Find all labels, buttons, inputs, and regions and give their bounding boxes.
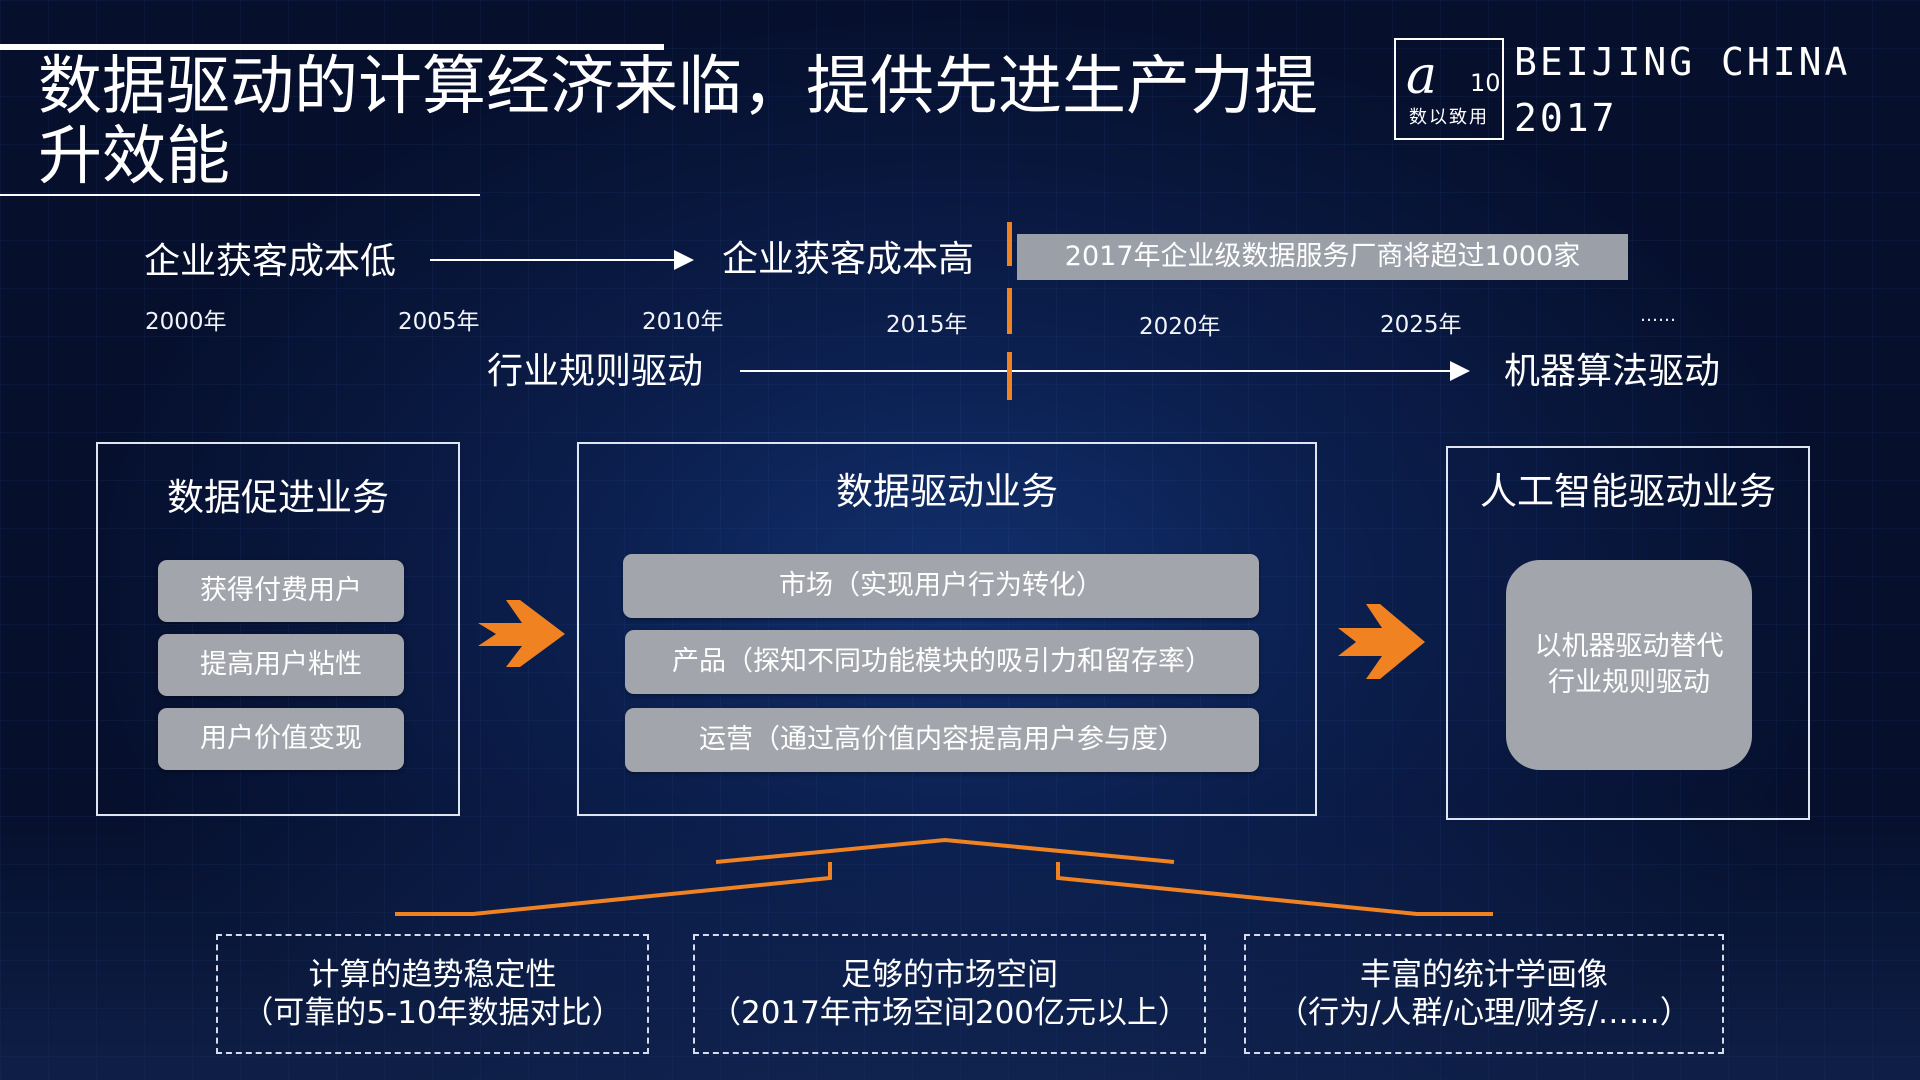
- tree-connector-center: [715, 837, 1175, 864]
- foundation-line: 计算的趋势稳定性: [308, 957, 557, 993]
- foundation-trend-stability: 计算的趋势稳定性 （可靠的5-10年数据对比）: [216, 934, 649, 1054]
- panel-title: 数据驱动业务: [836, 470, 1058, 513]
- timeline-divider-mid: [1007, 288, 1012, 334]
- tree-connector-left: [395, 862, 832, 916]
- foundation-line: （行为/人群/心理/财务/……）: [1277, 995, 1691, 1031]
- foundation-statistical-profile: 丰富的统计学画像 （行为/人群/心理/财务/……）: [1244, 934, 1724, 1054]
- foundation-market-space: 足够的市场空间 （2017年市场空间200亿元以上）: [693, 934, 1206, 1054]
- promote-item: 获得付费用户: [158, 560, 404, 622]
- timeline-cost-low: 企业获客成本低: [144, 241, 397, 282]
- year-ellipsis: ……: [1640, 305, 1676, 326]
- logo-mark-number: 10: [1470, 69, 1501, 97]
- year-label: 2005年: [398, 309, 480, 335]
- foundation-line: 足够的市场空间: [841, 957, 1058, 993]
- logo-tagline: 数以致用: [1409, 107, 1489, 128]
- logo: a 10 数以致用: [1394, 38, 1504, 140]
- logo-mark: a: [1406, 46, 1438, 106]
- ai-summary-box: 以机器驱动替代 行业规则驱动: [1506, 560, 1752, 770]
- ai-summary-line: 以机器驱动替代: [1534, 631, 1724, 662]
- promote-item: 提高用户粘性: [158, 634, 404, 696]
- driven-item: 产品（探知不同功能模块的吸引力和留存率）: [625, 630, 1259, 694]
- panel-title: 数据促进业务: [167, 476, 389, 519]
- ai-summary-line: 行业规则驱动: [1548, 667, 1710, 698]
- panel-ai-drives-business: 人工智能驱动业务 以机器驱动替代 行业规则驱动: [1446, 446, 1810, 820]
- orange-arrow-icon-2: [1338, 604, 1425, 679]
- timeline-divider-bottom: [1007, 352, 1012, 400]
- panel-data-promotes-business: 数据促进业务 获得付费用户 提高用户粘性 用户价值变现: [96, 442, 460, 816]
- year-label: 2020年: [1139, 314, 1221, 340]
- driven-item: 市场（实现用户行为转化）: [623, 554, 1259, 618]
- panel-title: 人工智能驱动业务: [1480, 470, 1776, 513]
- highlight-banner: 2017年企业级数据服务厂商将超过1000家: [1017, 234, 1628, 280]
- panel-data-drives-business: 数据驱动业务 市场（实现用户行为转化） 产品（探知不同功能模块的吸引力和留存率）…: [577, 442, 1317, 816]
- timeline-machine-driven: 机器算法驱动: [1504, 351, 1721, 392]
- orange-arrow-icon-1: [478, 600, 565, 667]
- title-accent-line: [0, 44, 664, 50]
- driven-item: 运营（通过高价值内容提高用户参与度）: [625, 708, 1259, 772]
- title-underline: [0, 194, 480, 196]
- promote-item: 用户价值变现: [158, 708, 404, 770]
- year-label: 2015年: [886, 312, 968, 338]
- timeline-divider-top: [1007, 222, 1012, 266]
- year-label: 2000年: [145, 309, 227, 335]
- foundation-line: （2017年市场空间200亿元以上）: [709, 995, 1190, 1031]
- foundation-line: （可靠的5-10年数据对比）: [242, 995, 623, 1031]
- year-label: 2010年: [642, 309, 724, 335]
- timeline-cost-high: 企业获客成本高: [722, 239, 975, 280]
- foundation-line: 丰富的统计学画像: [1360, 957, 1608, 993]
- page-title: 数据驱动的计算经济来临，提供先进生产力提升效能: [38, 50, 1318, 194]
- tree-connector-right: [1056, 862, 1493, 916]
- background-glow: [0, 800, 1920, 1080]
- event-city: BEIJING CHINA: [1514, 40, 1851, 84]
- year-label: 2025年: [1380, 312, 1462, 338]
- timeline-rule-driven: 行业规则驱动: [487, 351, 704, 392]
- event-year: 2017: [1514, 96, 1618, 140]
